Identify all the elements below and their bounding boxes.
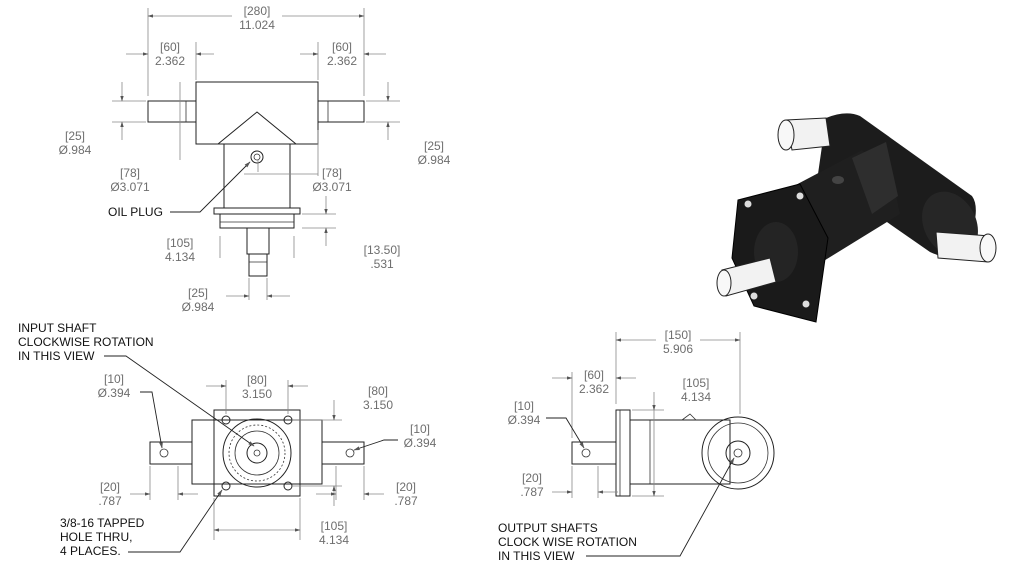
dim-bolt-v-in: 3.150 [363,398,393,412]
dim-overall-in: 11.024 [239,18,275,32]
dim-side-key-mm: [20] [522,471,542,485]
output-note-line2: CLOCK WISE ROTATION [498,535,637,549]
oil-plug-label: OIL PLUG [108,205,163,219]
dim-right-shaft-dia-mm: [25] [424,139,444,153]
dim-flange-h-mm: [105] [167,236,194,250]
tapped-note-line2: HOLE THRU, [60,530,132,544]
input-note-line3: IN THIS VIEW [18,349,95,363]
dim-left-shaft-mm: [60] [160,40,180,54]
dim-side-len-in: 5.906 [663,342,693,356]
front-view: INPUT SHAFT CLOCKWISE ROTATION IN THIS V… [18,321,437,558]
dim-right-shaft-dia-in: Ø.984 [418,153,451,167]
dim-flange-thk-mm: [13.50] [364,243,401,257]
dim-hole-right-mm: [10] [410,422,430,436]
isometric-render [716,113,997,323]
dim-right-body-dia-in: Ø3.071 [312,180,352,194]
dim-side-hole-mm: [10] [514,399,534,413]
input-note-line2: CLOCKWISE ROTATION [18,335,154,349]
dim-key-right-mm: [20] [396,480,416,494]
dim-side-key-in: .787 [520,485,544,499]
dim-flange-h-in: 4.134 [165,250,195,264]
dim-left-body-dia-mm: [78] [120,166,140,180]
dim-side-flange-mm: [105] [683,376,710,390]
dim-key-left-mm: [20] [100,480,120,494]
dim-left-body-dia-in: Ø3.071 [110,180,150,194]
dim-flange-w-mm: [105] [321,519,348,533]
dim-left-shaft-dia-mm: [25] [65,129,85,143]
dim-left-shaft-in: 2.362 [155,54,185,68]
dim-bottom-shaft-dia-mm: [25] [188,286,208,300]
tapped-note-line3: 4 PLACES. [60,544,121,558]
dim-right-body-dia-mm: [78] [322,166,342,180]
dim-side-len-mm: [150] [665,328,692,342]
dim-side-shaft-mm: [60] [584,368,604,382]
tapped-note-line1: 3/8-16 TAPPED [60,516,145,530]
dim-side-hole-in: Ø.394 [508,413,541,427]
dim-hole-left-mm: [10] [104,372,124,386]
dim-bolt-h-in: 3.150 [242,387,272,401]
dim-side-flange-in: 4.134 [681,390,711,404]
output-note-line1: OUTPUT SHAFTS [498,521,598,535]
dim-left-shaft-dia-in: Ø.984 [59,143,92,157]
dim-bolt-v-mm: [80] [368,384,388,398]
dim-flange-thk-in: .531 [370,257,394,271]
dim-bottom-shaft-dia-in: Ø.984 [182,300,215,314]
dim-key-left-in: .787 [98,494,122,508]
dim-key-right-in: .787 [394,494,418,508]
input-note-line1: INPUT SHAFT [18,321,97,335]
dim-flange-w-in: 4.134 [319,533,349,547]
dim-right-shaft-mm: [60] [332,40,352,54]
dim-overall-mm: [280] [244,4,271,18]
dim-side-shaft-in: 2.362 [579,382,609,396]
top-view: [280] 11.024 [60] 2.362 [60] 2.362 [25] … [59,4,451,314]
output-note-line3: IN THIS VIEW [498,549,575,563]
dim-hole-right-in: Ø.394 [404,436,437,450]
side-view: [150] 5.906 [60] 2.362 [105] 4.134 [10] … [498,328,775,563]
dim-hole-left-in: Ø.394 [98,386,131,400]
dim-right-shaft-in: 2.362 [327,54,357,68]
dim-bolt-h-mm: [80] [247,373,267,387]
